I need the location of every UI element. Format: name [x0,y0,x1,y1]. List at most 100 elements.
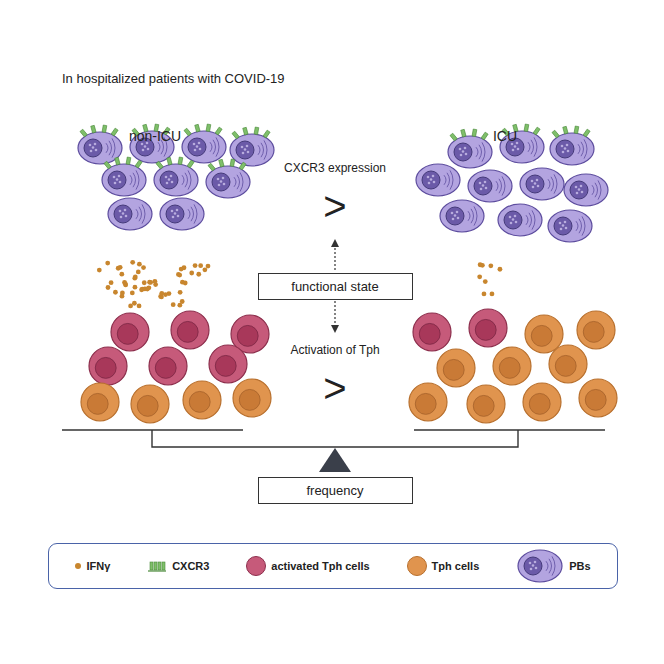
cell-nucleus [236,141,254,159]
chromatin-dot [90,150,93,153]
chromatin-dot [120,216,123,219]
cxcr3-receptor [126,157,131,165]
er-line [447,173,450,187]
legend-swatch [75,563,81,569]
cxcr3-receptor [178,157,183,165]
plasmablast [154,157,198,196]
er-line [182,175,184,185]
chromatin-dot [166,182,169,185]
plasmablast [518,550,562,582]
chromatin-dot [430,178,433,181]
er-line [502,176,505,195]
cxcr3-receptor [524,124,529,132]
cell-nucleus [454,143,472,161]
ifng-dot [477,274,482,279]
legend-icon [147,559,167,573]
ifng-dot [130,260,135,265]
er-line [496,181,498,191]
activated-tph-cell [171,311,209,349]
ifng-dot [488,263,493,268]
chromatin-dot [171,210,174,213]
chromatin-dot [141,143,144,146]
cell-nucleus [239,389,260,410]
cell-body [409,383,447,421]
ifng-dot [136,269,141,274]
cxcr3-receptor [102,125,107,133]
tph-cell [549,345,587,383]
chromatin-dot [168,178,171,181]
chromatin-dot [119,181,122,184]
chromatin-dot [559,222,562,225]
ifng-dot [196,272,201,277]
cell-nucleus [556,140,574,158]
chromatin-dot [246,145,249,148]
er-line [551,177,554,191]
chromatin-dot [564,221,567,224]
chromatin-dot [529,562,532,565]
activated-tph-cell [413,313,451,351]
cxcr3-receptor [461,129,466,137]
er-line [546,561,548,571]
er-line [234,177,236,187]
ifng-dot [183,281,188,286]
chromatin-dot [462,150,465,153]
dashed-line [334,246,335,270]
cell-nucleus [95,357,116,378]
ifng-dot [113,290,118,295]
box-text: functional state [291,279,378,294]
ifng-group [97,260,502,308]
chromatin-dot [174,212,177,215]
er-line [194,204,197,223]
er-line [482,142,485,161]
er-line [237,175,240,189]
er-line [261,143,264,157]
activated-tph-cell [149,347,187,385]
ifng-dot [116,266,121,271]
cell-nucleus [446,207,464,225]
chromatin-dot [484,181,487,184]
chromatin-dot [576,192,579,195]
cxcr3-receptor [162,562,165,570]
chromatin-dot [199,148,202,151]
er-line [139,207,142,221]
chromatin-dot [172,216,175,219]
cell-body [523,383,561,421]
er-line [444,175,446,185]
arrow-head [331,325,339,333]
chromatin-dot [94,143,97,146]
tph-cell [131,385,169,423]
cxcr3-receptor [115,157,120,165]
cell-body [564,174,608,206]
legend-item: CXCR3 [147,559,209,573]
chromatin-dot [171,181,174,184]
legend-item: Tph cells [407,556,480,576]
ifng-dot [142,280,147,285]
ifng-dot [106,285,111,290]
chromatin-dot [511,143,514,146]
chromatin-dot [242,152,245,155]
er-line [479,145,482,159]
cxcr3-receptor [150,562,153,570]
cell-nucleus [84,139,102,157]
cell-nucleus [443,359,464,380]
chromatin-dot [537,185,540,188]
chromatin-dot [220,180,223,183]
ifng-dot [130,291,135,296]
tph-cell [579,379,617,417]
plasmablast [448,129,492,168]
cell-nucleus [526,175,544,193]
chromatin-dot [432,175,435,178]
cell-nucleus [177,321,198,342]
cxcr3-receptor [187,160,194,168]
cell-nucleus [524,557,542,575]
chromatin-dot [125,215,128,218]
plasmablast [230,127,274,166]
chromatin-dot [456,211,459,214]
cell-body [149,347,187,385]
cell-nucleus [215,355,236,376]
comparison-label: CXCR3 expression [284,162,386,174]
cell-body [468,170,512,202]
tph-group [81,309,617,423]
er-line [529,213,532,227]
group-label: non-ICU [129,129,181,143]
